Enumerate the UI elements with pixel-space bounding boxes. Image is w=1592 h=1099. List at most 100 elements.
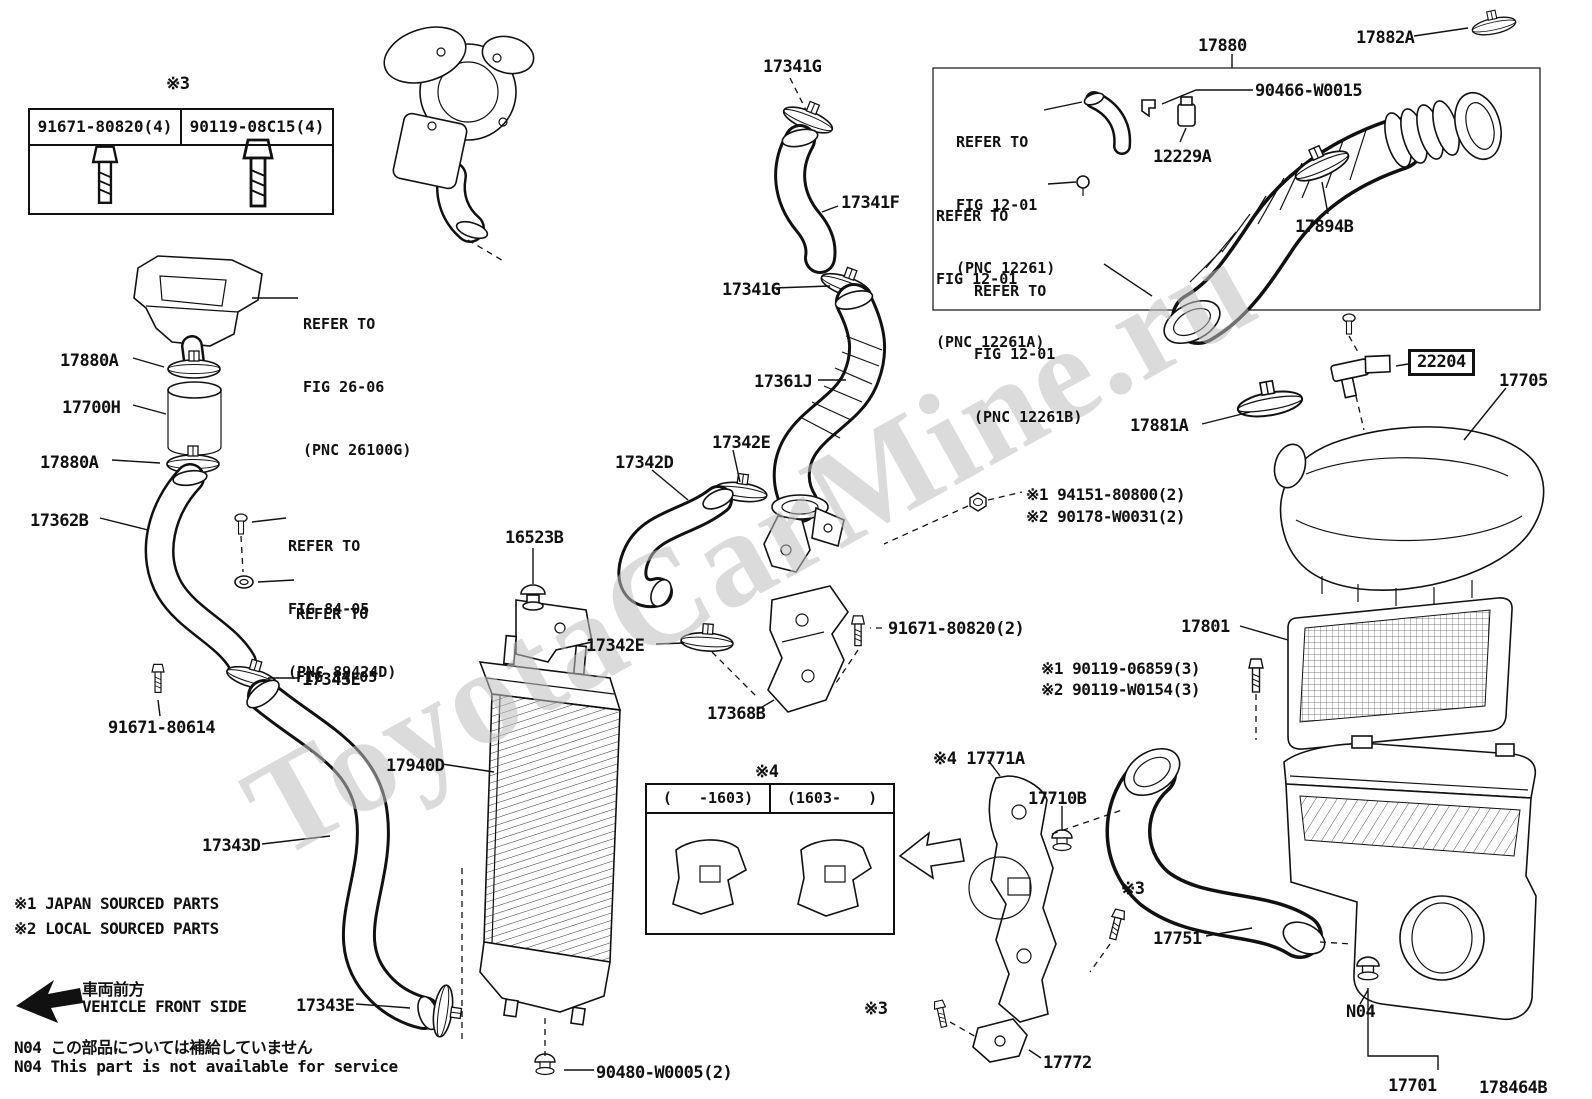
part-label-17342E-1[interactable]: 17342E — [712, 433, 771, 453]
inlet-pipe-17751-drawing — [1105, 747, 1326, 959]
diagram-code: 178464B — [1479, 1078, 1548, 1098]
note-n04-jp: N04 この部品については補給していません — [14, 1038, 313, 1057]
note-label-90119-W0154: ※2 90119-W0154(3) — [1041, 680, 1201, 699]
refer-line: REFER TO — [974, 282, 1047, 300]
fastener-col2[interactable]: 90119-08C15(4) — [189, 117, 325, 136]
grommet-16523B-drawing — [520, 584, 546, 611]
refer-note-fig12-01c: REFER TO FIG 12-01 (PNC 12261B) — [974, 239, 1082, 449]
part-label-17705[interactable]: 17705 — [1499, 371, 1548, 391]
part-label-16523B[interactable]: 16523B — [505, 528, 564, 548]
part-label-17881A[interactable]: 17881A — [1130, 416, 1189, 436]
part-label-17772[interactable]: 17772 — [1043, 1053, 1092, 1073]
refer-line: FIG 84-05 — [296, 668, 378, 686]
part-label-17342E-2[interactable]: 17342E — [586, 636, 645, 656]
fastener-table-header: 91671-80820(4) 90119-08C15(4) — [30, 110, 332, 146]
part-label-17880[interactable]: 17880 — [1198, 36, 1247, 56]
bolt-91671-80820-icon — [851, 615, 865, 647]
bolt-90119-icon — [1248, 658, 1264, 693]
refer-line: REFER TO — [296, 605, 369, 623]
part-label-17342D[interactable]: 17342D — [615, 453, 674, 473]
refer-line: FIG 84-05 — [288, 600, 370, 618]
part-label-17368B[interactable]: 17368B — [707, 704, 766, 724]
note-label-90119-06859: ※1 90119-06859(3) — [1041, 659, 1201, 678]
refer-line: (PNC 89424D) — [288, 663, 397, 681]
nut-94151-icon — [969, 492, 987, 512]
hose-17341F-drawing — [774, 92, 878, 305]
part-label-17882A[interactable]: 17882A — [1356, 28, 1415, 48]
refer-note-fig12-01a: REFER TO FIG 12-01 (PNC 12261) — [956, 90, 1055, 300]
air-inlet-resonator-drawing — [133, 255, 263, 373]
bolt-91671-80614-icon — [151, 663, 165, 693]
part-label-17343E-2[interactable]: 17343E — [296, 996, 355, 1016]
refer-line: FIG 12-01 — [974, 345, 1056, 363]
part-label-91671-80820-2[interactable]: 91671-80820(2) — [888, 619, 1025, 639]
part-label-17361J[interactable]: 17361J — [754, 372, 813, 392]
part-label-17894B[interactable]: 17894B — [1295, 217, 1354, 237]
refer-line: (PNC 12261) — [956, 259, 1056, 277]
hose-17343D-drawing — [223, 652, 466, 1041]
star3-marker-b: ※3 — [1121, 879, 1145, 899]
clamp-17342E-icon — [679, 621, 735, 654]
bolt-star3-icon — [1106, 907, 1127, 942]
bracket-17771A-drawing — [932, 775, 1127, 1063]
refer-line: (PNC 12261A) — [936, 333, 1045, 351]
clamp-17882A-icon — [1468, 5, 1518, 39]
part-label-17341G-2[interactable]: 17341G — [722, 280, 781, 300]
part-label-22204-selected[interactable]: 22204 — [1408, 349, 1475, 376]
air-cleaner-case-17701-drawing — [1283, 735, 1537, 1021]
leader-lines — [99, 27, 1507, 1071]
part-label-17771A[interactable]: ※4 17771A — [933, 749, 1025, 769]
star4-marker-table: ※4 — [755, 762, 779, 782]
part-label-17880A-2[interactable]: 17880A — [40, 453, 99, 473]
part-label-17701[interactable]: 17701 — [1388, 1076, 1437, 1096]
part-label-17940D[interactable]: 17940D — [386, 756, 445, 776]
part-label-17341F[interactable]: 17341F — [841, 193, 900, 213]
clip-90466-icon — [1141, 99, 1156, 118]
star3-marker-table: ※3 — [166, 74, 190, 94]
variant-table-header: ( -1603) (1603- ) — [647, 785, 893, 814]
part-label-17710B[interactable]: 17710B — [1028, 789, 1087, 809]
refer-line: (PNC 26100G) — [303, 441, 412, 459]
part-label-17700H[interactable]: 17700H — [62, 398, 121, 418]
part-label-N04[interactable]: N04 — [1346, 1002, 1376, 1022]
sensor-screw-icon — [234, 513, 248, 535]
note-label-94151-80800: ※1 94151-80800(2) — [1026, 485, 1186, 504]
maf-screw-icon — [1342, 313, 1356, 335]
throttle-body-drawing — [383, 26, 535, 243]
air-hose-17880-drawing — [1076, 5, 1518, 345]
bracket-17368B-drawing — [767, 492, 987, 713]
part-label-91671-80614[interactable]: 91671-80614 — [108, 718, 216, 738]
hose-17342D-drawing — [617, 469, 771, 654]
bolt-star3-icon — [932, 999, 951, 1029]
fastener-col1[interactable]: 91671-80820(4) — [30, 110, 182, 144]
vehicle-front-arrow-icon — [16, 980, 83, 1023]
part-label-12229A[interactable]: 12229A — [1153, 147, 1212, 167]
refer-line: REFER TO — [936, 207, 1009, 225]
air-cleaner-cap-17705-drawing — [1233, 375, 1545, 606]
part-label-17801[interactable]: 17801 — [1181, 617, 1230, 637]
variant-col1: ( -1603) — [647, 785, 771, 812]
front-side-jp: 車両前方 — [82, 980, 145, 999]
part-label-17362B[interactable]: 17362B — [30, 511, 89, 531]
part-label-17880A-1[interactable]: 17880A — [60, 351, 119, 371]
part-label-17343D[interactable]: 17343D — [202, 836, 261, 856]
fastener-table: 91671-80820(4) 90119-08C15(4) — [28, 108, 334, 215]
refer-line: FIG 12-01 — [956, 196, 1038, 214]
part-label-90466-W0015[interactable]: 90466-W0015 — [1255, 81, 1363, 101]
maf-sensor-22204-drawing — [1330, 313, 1391, 399]
refer-line: FIG 26-06 — [303, 378, 385, 396]
variant-table-brackets — [672, 839, 872, 917]
air-filter-17801-drawing — [1248, 597, 1513, 750]
part-label-17751[interactable]: 17751 — [1153, 929, 1202, 949]
sensor-12229A-icon — [1177, 103, 1196, 127]
part-label-90480-W0005[interactable]: 90480-W0005(2) — [596, 1063, 733, 1083]
dashed-lines — [240, 77, 1365, 1056]
front-side-en: VEHICLE FRONT SIDE — [82, 997, 247, 1016]
refer-line: REFER TO — [288, 537, 361, 555]
part-label-17343E-1[interactable]: 17343E — [302, 670, 361, 690]
refer-note-fig84-05b: REFER TO FIG 84-05 — [296, 562, 377, 709]
variant-col2: (1603- ) — [786, 789, 878, 807]
part-label-17341G-1[interactable]: 17341G — [763, 57, 822, 77]
refer-line: FIG 12-01 — [936, 270, 1018, 288]
